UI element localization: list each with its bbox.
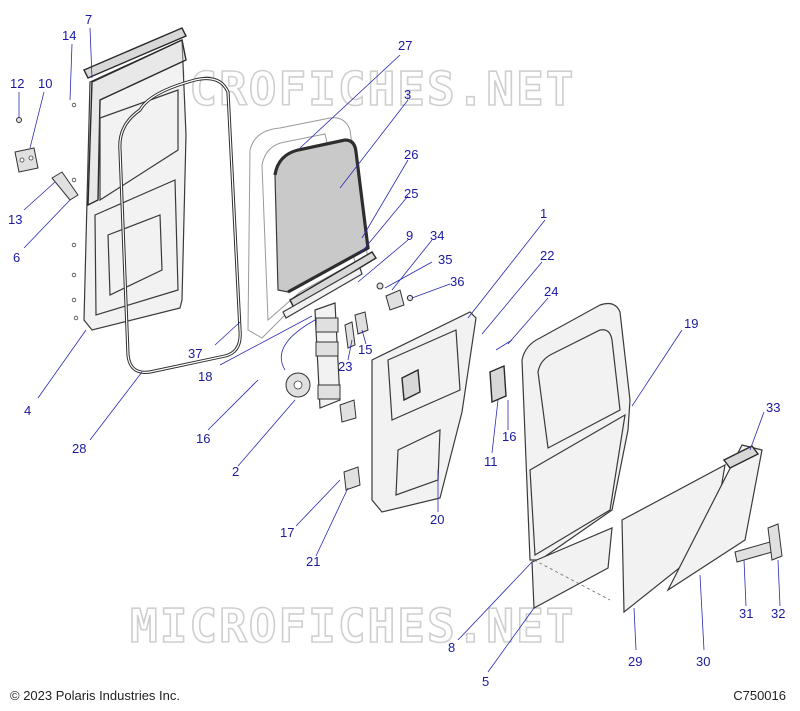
- callout-17: 17: [280, 525, 294, 540]
- callout-12: 12: [10, 76, 24, 91]
- callout-16-right: 16: [502, 429, 516, 444]
- callout-37: 37: [188, 346, 202, 361]
- watermark-bottom: MICROFICHES.NET: [130, 599, 575, 653]
- dashed-line: [533, 559, 611, 601]
- hinge-bracket: [14, 147, 39, 173]
- latch-rod: [495, 339, 513, 351]
- callout-35: 35: [438, 252, 452, 267]
- callout-15: 15: [358, 342, 372, 357]
- trim-panel-outer: [666, 444, 763, 592]
- window-glass: [273, 138, 370, 294]
- watermark-top: MICROFICHES.NET: [130, 62, 575, 116]
- callout-labels: 1 2 3 4 5 6 7 8 9 10 11 12 13 14 15 16 1…: [8, 12, 785, 689]
- callout-34: 34: [430, 228, 444, 243]
- callout-1: 1: [540, 206, 547, 221]
- callout-11: 11: [484, 454, 498, 469]
- handle-cover: [767, 523, 783, 561]
- callout-36: 36: [450, 274, 464, 289]
- callout-24: 24: [544, 284, 558, 299]
- door-handle: [734, 541, 773, 563]
- belt-strip-outer: [289, 251, 377, 309]
- callout-10: 10: [38, 76, 52, 91]
- callout-8: 8: [448, 640, 455, 655]
- door-outer-shell: [521, 302, 631, 561]
- bracket-23: [344, 321, 356, 349]
- callout-16-left: 16: [196, 431, 210, 446]
- callout-33: 33: [766, 400, 780, 415]
- callout-28: 28: [72, 441, 86, 456]
- hinge-pin: [51, 171, 79, 201]
- figure-code: C750016: [733, 688, 786, 703]
- bolt-36: [406, 294, 414, 302]
- glass-run-channel: [282, 267, 363, 319]
- callout-26: 26: [404, 147, 418, 162]
- latch-part-34: [385, 289, 405, 311]
- callout-3: 3: [404, 87, 411, 102]
- lower-skin: [531, 527, 613, 609]
- screw-12: [16, 117, 22, 123]
- callout-25: 25: [404, 186, 418, 201]
- callout-6: 6: [13, 250, 20, 265]
- regulator-bracket: [354, 311, 369, 335]
- hinge-lower: [339, 399, 357, 423]
- callout-29: 29: [628, 654, 642, 669]
- door-latch: [489, 364, 507, 404]
- window-regulator: [280, 302, 341, 409]
- callout-19: 19: [684, 316, 698, 331]
- door-inner-panel-rear: [371, 311, 477, 513]
- top-weather-strip: [83, 27, 187, 79]
- callout-7: 7: [85, 12, 92, 27]
- callout-2: 2: [232, 464, 239, 479]
- callout-31: 31: [739, 606, 753, 621]
- washer-35: [376, 282, 384, 290]
- callout-4: 4: [24, 403, 31, 418]
- callout-20: 20: [430, 512, 444, 527]
- callout-5: 5: [482, 674, 489, 689]
- leader-lines: [18, 27, 781, 673]
- callout-23: 23: [338, 359, 352, 374]
- callout-22: 22: [540, 248, 554, 263]
- callout-14: 14: [62, 28, 76, 43]
- callout-13: 13: [8, 212, 22, 227]
- panel-33: [722, 445, 760, 469]
- callout-9: 9: [406, 228, 413, 243]
- hinge-21: [343, 466, 361, 491]
- callout-30: 30: [696, 654, 710, 669]
- callout-32: 32: [771, 606, 785, 621]
- door-inner-panel-left: [71, 38, 187, 331]
- door-seal-loop: [118, 76, 242, 374]
- copyright-text: © 2023 Polaris Industries Inc.: [10, 688, 180, 703]
- callout-21: 21: [306, 554, 320, 569]
- callout-27: 27: [398, 38, 412, 53]
- callout-18: 18: [198, 369, 212, 384]
